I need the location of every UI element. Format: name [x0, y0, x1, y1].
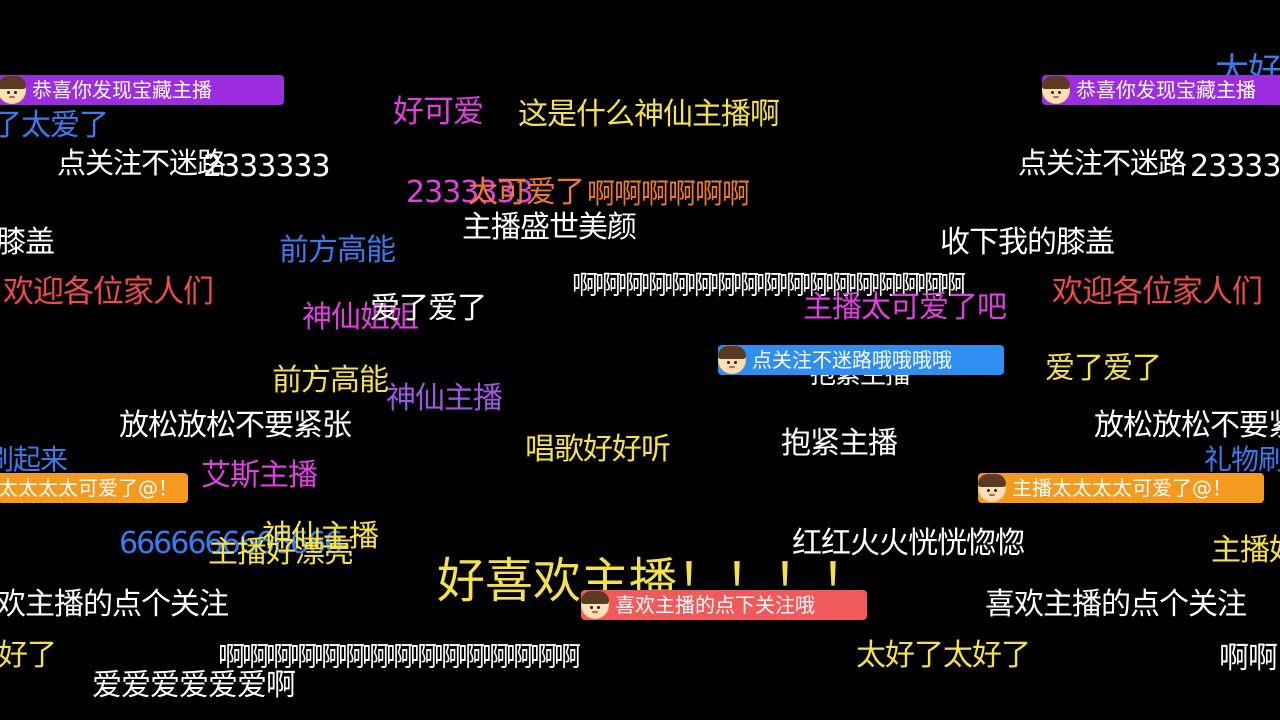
badge-text: 恭喜你发现宝藏主播: [1076, 78, 1256, 102]
danmaku-comment: 主播好: [1211, 533, 1280, 568]
gift-badge: 主播太太太太可爱了@！: [978, 473, 1264, 503]
danmaku-comment: 欢迎各位家人们: [3, 274, 214, 310]
danmaku-comment: 啊啊啊啊啊啊啊啊啊啊啊啊啊啊啊: [218, 642, 581, 673]
danmaku-comment: 这是什么神仙主播啊: [518, 97, 780, 132]
danmaku-comment: 前方高能: [272, 363, 389, 398]
danmaku-comment: 6666666666666: [119, 526, 343, 561]
danmaku-comment: 爱了爱了: [1045, 351, 1162, 386]
danmaku-comment: 太好了太好了: [856, 638, 1031, 673]
danmaku-comment: 主播太可爱了吧: [803, 290, 1007, 325]
danmaku-comment: 啊啊啊啊啊啊啊啊啊啊啊啊啊啊啊啊啊: [572, 271, 966, 301]
badge-text: 恭喜你发现宝藏主播: [32, 78, 212, 102]
danmaku-comment: 太可爱了: [468, 175, 585, 210]
danmaku-comment: 啊啊啊啊啊啊: [587, 177, 750, 210]
avatar-icon: [978, 474, 1006, 502]
danmaku-comment: 喜欢主播的点个关注: [985, 587, 1247, 622]
danmaku-comment: 好可爱: [393, 94, 484, 130]
danmaku-comment: 神仙姐姐: [302, 300, 419, 335]
danmaku-comment: 了太爱了: [0, 108, 109, 143]
avatar-icon: [0, 76, 26, 104]
avatar-icon: [718, 346, 746, 374]
danmaku-comment: 神仙主播: [386, 381, 503, 416]
danmaku-comment: 红红火火恍恍惚惚: [792, 526, 1025, 561]
danmaku-comment: 放松放松不要紧张: [119, 408, 352, 443]
danmaku-comment: 礼物刷: [1204, 443, 1280, 476]
avatar-icon: [581, 591, 609, 619]
badge-text: 主播太太太太可爱了@！: [1012, 476, 1232, 500]
badge-text: 点关注不迷路哦哦哦哦: [752, 348, 952, 372]
gift-badge: 恭喜你发现宝藏主播: [1042, 75, 1280, 105]
danmaku-comment: 艾斯主播: [201, 458, 318, 493]
danmaku-comment: 欢主播的点个关注: [0, 587, 229, 622]
danmaku-comment: 爱了爱了: [370, 291, 487, 326]
danmaku-comment: 唱歌好好听: [525, 432, 671, 467]
danmaku-comment: 啊啊: [1219, 641, 1278, 676]
danmaku-comment: 点关注不迷路: [57, 146, 226, 180]
danmaku-comment: 2333333: [203, 149, 331, 184]
danmaku-comment: 收下我的膝盖: [940, 225, 1115, 260]
danmaku-comment: 2333333: [1190, 149, 1280, 184]
danmaku-comment: 神仙主播: [262, 519, 379, 554]
danmaku-comment: 膝盖: [0, 225, 55, 260]
badge-text: 喜欢主播的点下关注哦: [615, 593, 815, 617]
gift-badge: 点关注不迷路哦哦哦哦: [718, 345, 1004, 375]
danmaku-comment: 主播盛世美颜: [462, 210, 637, 245]
danmaku-comment: 刷起来: [0, 443, 68, 476]
danmaku-comment: 好了: [0, 638, 57, 673]
danmaku-comment: 2333333: [406, 175, 534, 210]
badge-text: 太太太太可爱了@！: [0, 476, 178, 500]
danmaku-comment: 主播好漂亮: [208, 535, 354, 570]
danmaku-comment: 爱爱爱爱爱爱啊: [92, 668, 296, 703]
danmaku-comment: 前方高能: [279, 233, 396, 268]
gift-badge: 恭喜你发现宝藏主播: [0, 75, 284, 105]
avatar-icon: [1042, 76, 1070, 104]
gift-badge: 太太太太可爱了@！: [0, 473, 188, 503]
danmaku-comment: 点关注不迷路: [1018, 146, 1187, 180]
danmaku-comment: 欢迎各位家人们: [1052, 274, 1263, 310]
danmaku-comment: 放松放松不要紧张: [1094, 408, 1280, 443]
gift-badge: 喜欢主播的点下关注哦: [581, 590, 867, 620]
danmaku-comment: 抱紧主播: [781, 426, 898, 461]
